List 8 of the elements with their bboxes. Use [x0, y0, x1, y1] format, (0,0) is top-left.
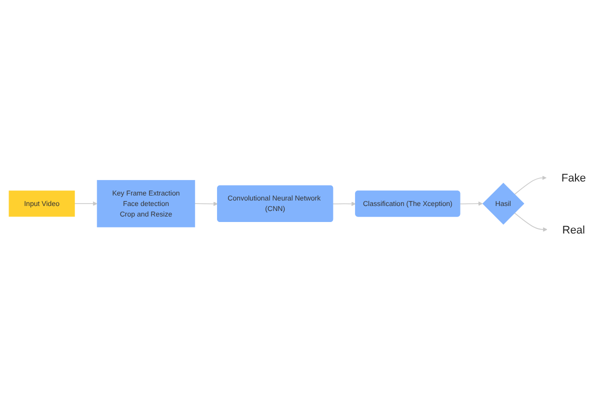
- arrow: [459, 202, 482, 206]
- node-text: Fake: [560, 172, 586, 184]
- arrow: [514, 212, 547, 232]
- node-text: Real: [562, 224, 584, 236]
- arrow: [74, 202, 97, 206]
- arrow: [332, 202, 356, 206]
- arrow: [514, 176, 546, 196]
- arrow: [194, 202, 218, 206]
